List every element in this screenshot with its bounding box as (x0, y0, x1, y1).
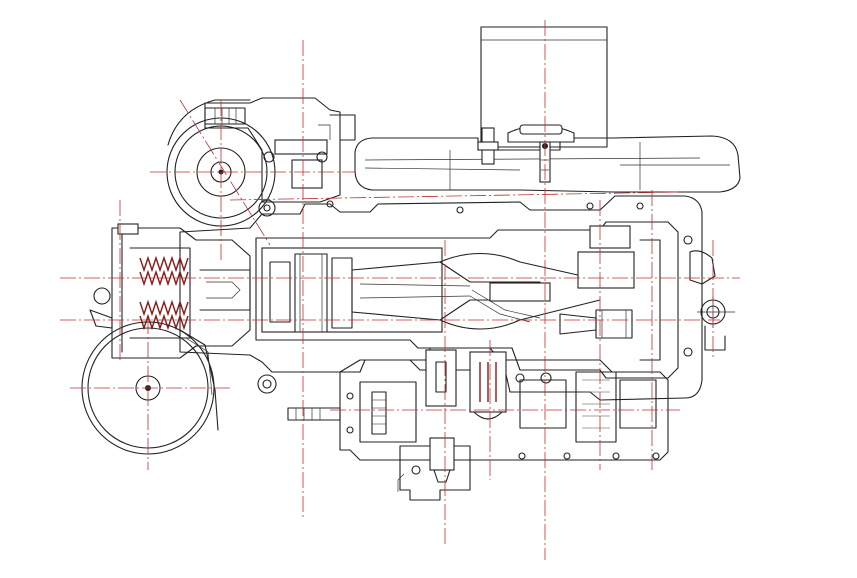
connecting-rod (439, 252, 601, 330)
fuel-tank (354, 135, 741, 193)
clutch-springs-upper (139, 255, 189, 287)
bolts (326, 200, 660, 460)
crankcase (179, 195, 703, 401)
clutch-housing (89, 223, 251, 359)
piston-assembly (261, 247, 541, 333)
right-fittings (683, 235, 735, 357)
gearbox (339, 347, 669, 461)
carburetor (397, 437, 471, 501)
centerlines (60, 20, 740, 560)
clutch-springs-lower (139, 299, 189, 331)
air-cleaner-housing (204, 97, 356, 203)
valve-block (559, 225, 661, 361)
fuel-cap (507, 124, 575, 183)
tank-fitting (477, 127, 499, 165)
drain-fitting (257, 199, 341, 421)
